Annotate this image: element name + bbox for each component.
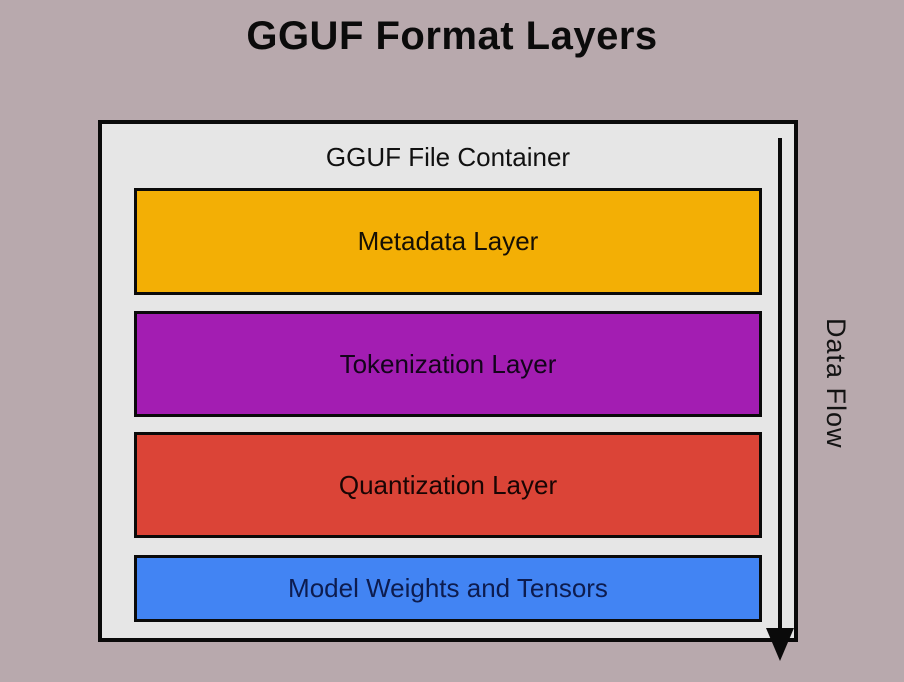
layer-quantization-label: Quantization Layer	[338, 469, 558, 500]
gguf-file-container: GGUF File Container Metadata Layer Token…	[98, 120, 798, 642]
data-flow-arrow-head-icon	[766, 628, 794, 661]
data-flow-label: Data Flow	[821, 318, 851, 449]
layer-tokenization-label: Tokenization Layer	[339, 348, 557, 379]
data-flow-arrow-line	[778, 138, 782, 632]
layer-model-weights-label: Model Weights and Tensors	[288, 573, 608, 603]
layer-quantization: Quantization Layer	[134, 432, 762, 538]
layer-metadata-label: Metadata Layer	[357, 226, 539, 256]
layer-tokenization: Tokenization Layer	[134, 311, 762, 417]
page-title: GGUF Format Layers	[246, 14, 658, 58]
layer-metadata: Metadata Layer	[134, 188, 762, 295]
layer-model-weights: Model Weights and Tensors	[134, 555, 762, 622]
container-label: GGUF File Container	[325, 142, 571, 172]
